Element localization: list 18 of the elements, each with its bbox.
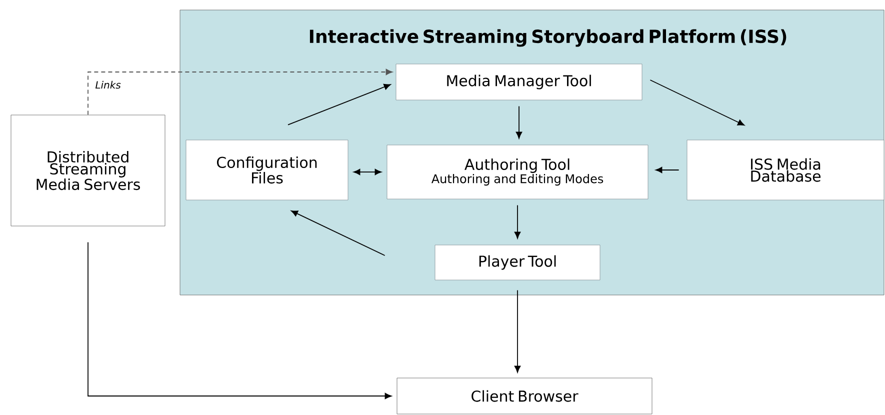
arrow <box>353 168 382 176</box>
process-box: Player Tool <box>434 244 600 280</box>
arrow <box>655 166 680 174</box>
process-box: Configuration Files <box>186 140 348 200</box>
process-box: Media Manager Tool <box>396 64 642 100</box>
arrow <box>514 204 521 239</box>
arrow <box>650 80 745 126</box>
arrow <box>88 68 393 116</box>
edge-label: Links <box>94 80 122 90</box>
process-box: Authoring Tool Authoring and Editing Modes <box>386 144 648 200</box>
server-box: Distributed Streaming Media Servers <box>10 114 166 226</box>
arrow <box>288 84 391 126</box>
browser-box: Client Browser <box>396 378 652 414</box>
arrow <box>516 106 522 139</box>
arrow <box>88 242 392 400</box>
arrow <box>291 210 386 256</box>
arrow <box>514 290 521 373</box>
process-box: ISS Media Database <box>686 140 884 200</box>
